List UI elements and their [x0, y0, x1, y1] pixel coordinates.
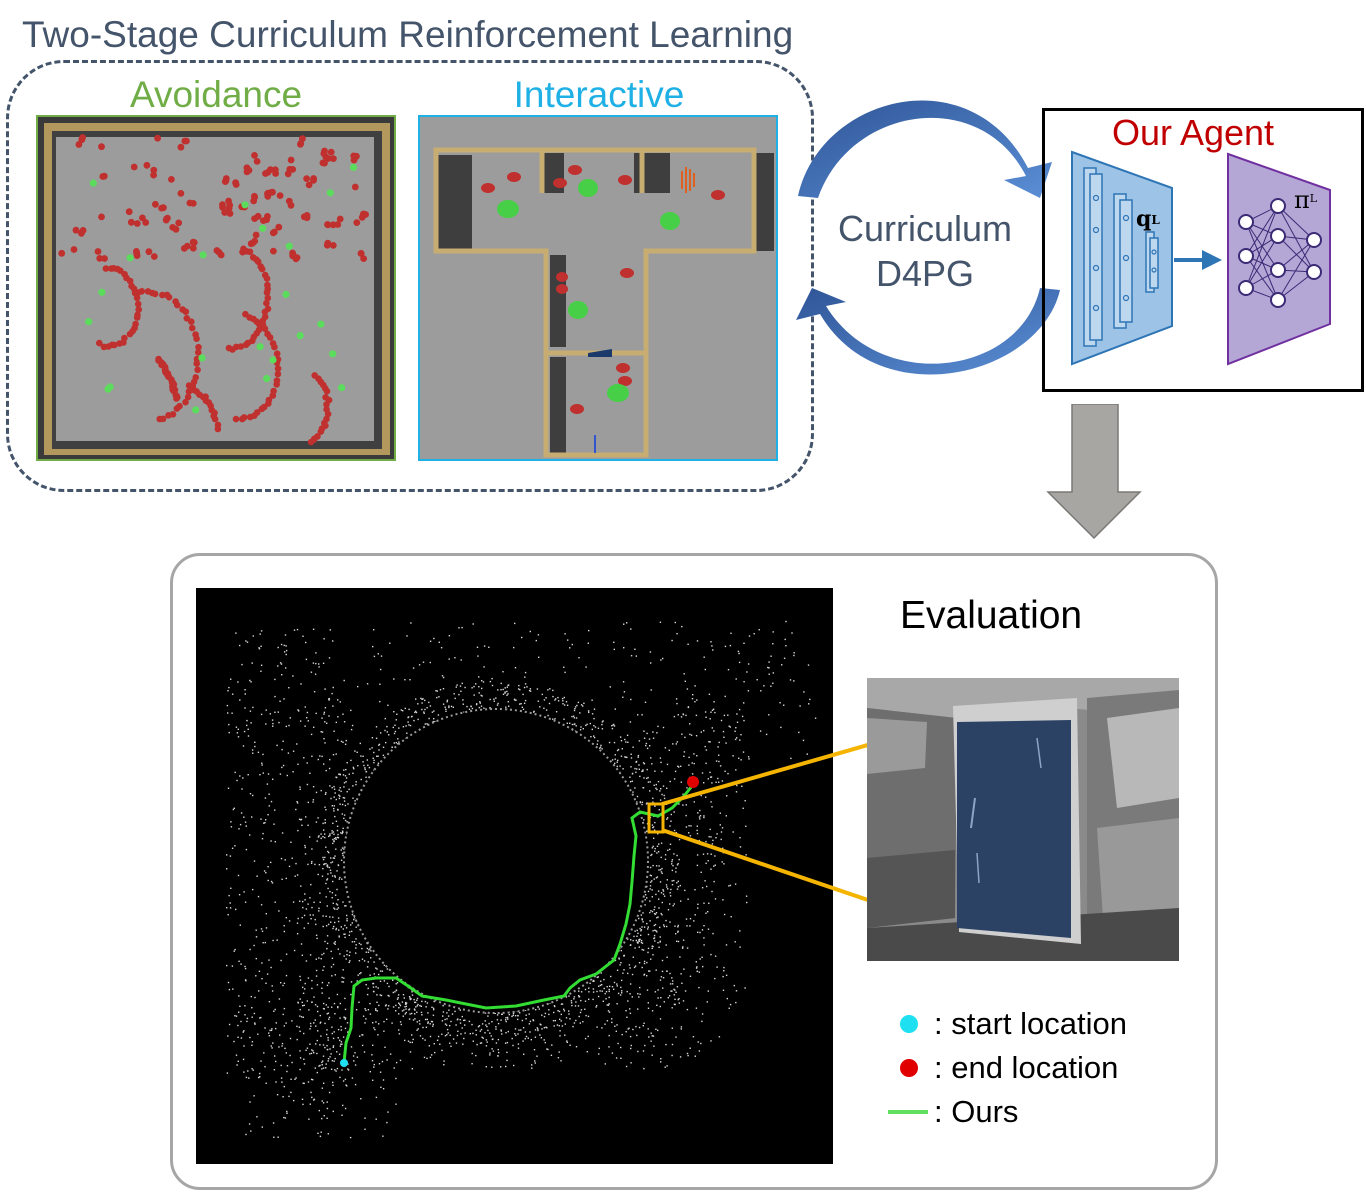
end-location-marker: [687, 776, 699, 788]
curriculum-line2: D4PG: [875, 253, 975, 294]
policy-pi-label: πL: [1294, 186, 1318, 214]
start-dot-icon: [900, 1015, 918, 1033]
start-location-marker: [340, 1059, 348, 1067]
legend-start-text: : start location: [934, 1006, 1127, 1041]
end-dot-icon: [900, 1059, 918, 1077]
doorway-closeup: [867, 678, 1179, 961]
legend-ours-text: : Ours: [934, 1094, 1019, 1129]
stage-label-interactive: Interactive: [513, 74, 685, 115]
avoidance-environment: [36, 115, 396, 461]
critic-q-label: qL: [1136, 206, 1160, 232]
legend-end-text: : end location: [934, 1050, 1119, 1085]
interactive-environment: [418, 115, 778, 461]
point-cloud-map: [196, 588, 833, 1164]
curriculum-label: Curriculum D4PG: [818, 206, 1032, 296]
zoom-box: [647, 802, 665, 834]
agent-network-diagram: qL πL: [1071, 150, 1331, 366]
down-arrow: [1046, 404, 1142, 540]
figure-title: Two-Stage Curriculum Reinforcement Learn…: [22, 14, 794, 55]
legend-start: : start location: [900, 1006, 1127, 1042]
agent-title: Our Agent: [1111, 112, 1275, 153]
agent-box: [1042, 108, 1364, 392]
stage-label-avoidance: Avoidance: [129, 74, 303, 115]
evaluation-title: Evaluation: [900, 594, 1083, 637]
trajectory-path: [342, 785, 694, 1064]
curriculum-cycle-arrows: [796, 100, 1060, 375]
legend-ours: : Ours: [888, 1094, 1018, 1130]
curriculum-line1: Curriculum: [837, 208, 1013, 249]
curriculum-stages-frame: [6, 60, 814, 492]
ours-line-icon: [888, 1110, 928, 1114]
legend-end: : end location: [900, 1050, 1118, 1086]
evaluation-frame: [170, 553, 1218, 1190]
